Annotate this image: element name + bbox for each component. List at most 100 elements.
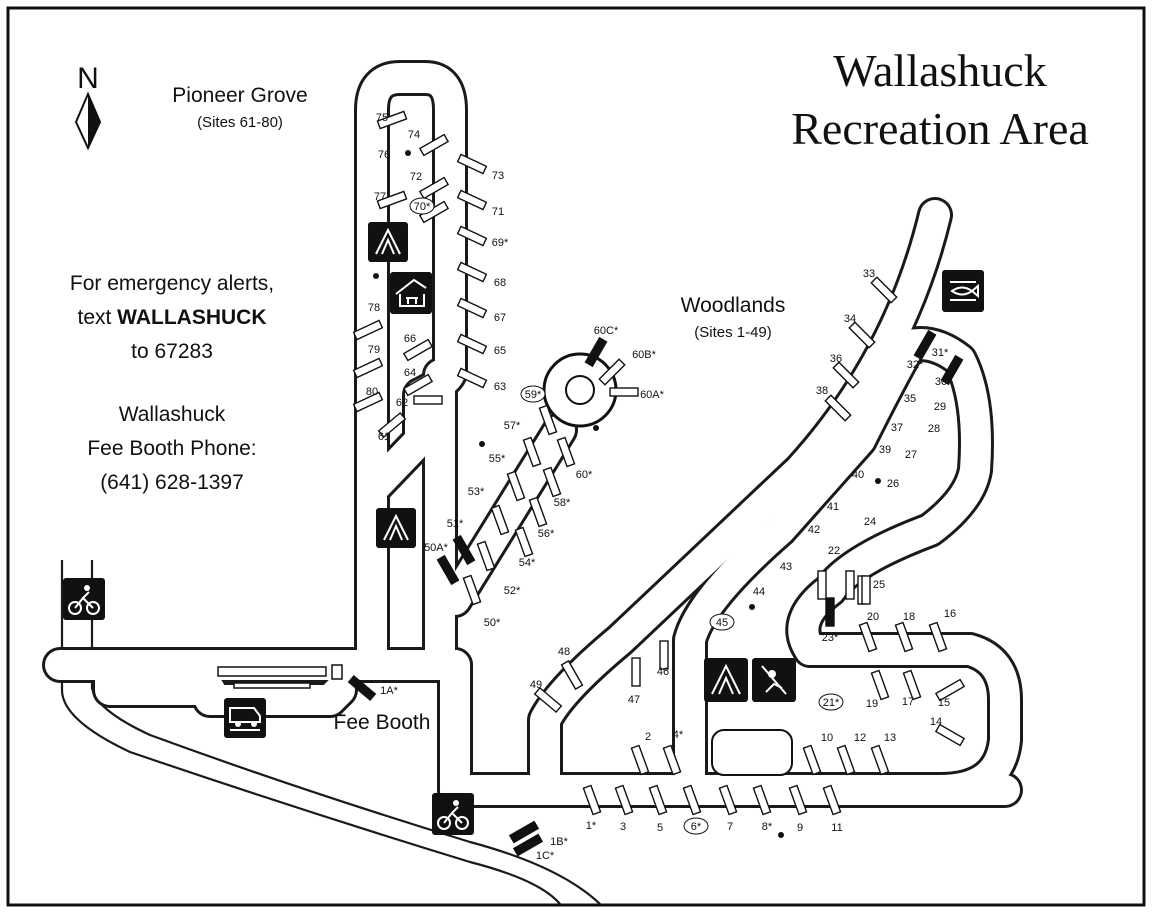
site-circle: [683, 817, 709, 835]
campsite-pad: [490, 504, 510, 536]
site-circle: [520, 385, 546, 403]
site-label-31-accessible: 31*: [932, 347, 949, 359]
campsite-pad: [598, 358, 626, 386]
site-label-51-accessible: 51*: [447, 518, 464, 530]
campsite-pad: [928, 621, 948, 653]
campsite-pad: [402, 338, 434, 362]
campsite-pad: [352, 391, 384, 413]
campsite-pad: [894, 621, 914, 653]
accessible-campsite-pad: [347, 674, 377, 702]
site-label-78: 78: [368, 302, 380, 314]
campsite-pad: [377, 411, 407, 439]
north-arrow-icon: N: [74, 62, 102, 151]
site-label-33: 33: [863, 268, 875, 280]
campsite-pad: [376, 190, 408, 210]
campsite-pad: [682, 784, 702, 816]
site-label-29: 29: [934, 401, 946, 413]
campsite-pad: [413, 395, 443, 405]
site-label-41: 41: [827, 501, 839, 513]
site-label-48: 48: [558, 646, 570, 658]
campsite-pad: [832, 361, 860, 389]
campsite-pad: [662, 744, 682, 776]
site-label-59-accessible: 59*: [525, 389, 542, 401]
site-label-72: 72: [410, 171, 422, 183]
campsite-pad: [934, 723, 966, 747]
site-label-2: 2: [645, 731, 651, 743]
site-label-52-accessible: 52*: [504, 585, 521, 597]
woodlands-sites: (Sites 1-49): [694, 324, 772, 341]
site-label-5: 5: [657, 822, 663, 834]
site-label-35: 35: [904, 393, 916, 405]
campsite-pad: [659, 640, 669, 670]
campsite-pad: [845, 570, 855, 600]
campsite-pad: [456, 153, 488, 175]
campsite-pad: [456, 297, 488, 319]
fish-cleaning-icon: [942, 270, 984, 312]
shower-icon: [704, 658, 748, 702]
site-label-10: 10: [821, 732, 833, 744]
campsite-pad: [456, 367, 488, 389]
site-label-15: 15: [938, 697, 950, 709]
campsite-pad: [822, 784, 842, 816]
site-label-70-accessible: 70*: [414, 201, 431, 213]
campsite-pad: [556, 436, 576, 468]
site-label-11: 11: [831, 822, 842, 834]
site-label-3: 3: [620, 821, 626, 833]
site-label-64: 64: [404, 367, 416, 379]
site-label-60-accessible: 60*: [576, 469, 593, 481]
pioneer-grove-label: Pioneer Grove: [172, 84, 307, 107]
campsite-pad: [418, 176, 450, 200]
site-label-46: 46: [657, 666, 669, 678]
map-title-line2: Recreation Area: [791, 103, 1089, 154]
site-label-49: 49: [530, 679, 542, 691]
site-label-65: 65: [494, 345, 506, 357]
site-label-55-accessible: 55*: [489, 453, 506, 465]
site-circle: [818, 693, 844, 711]
site-label-7: 7: [727, 821, 733, 833]
site-label-30: 30: [935, 376, 947, 388]
site-label-53-accessible: 53*: [468, 486, 485, 498]
campsite-pad: [614, 784, 634, 816]
campsite-pad: [462, 574, 482, 606]
picnic-shelter-icon: [390, 272, 432, 314]
accessible-campsite-pad: [825, 597, 835, 627]
campsite-pad: [456, 261, 488, 283]
site-label-19: 19: [866, 698, 878, 710]
site-label-66: 66: [404, 333, 416, 345]
campsite-pad: [609, 387, 639, 397]
campsite-pad: [752, 784, 772, 816]
campsite-pad: [476, 540, 496, 572]
site-label-80: 80: [366, 386, 378, 398]
woodlands-label: Woodlands: [681, 294, 786, 317]
site-label-21-accessible: 21*: [823, 697, 840, 709]
site-label-43: 43: [780, 561, 792, 573]
accessible-campsite-pad: [436, 554, 460, 586]
water-spigot-markers: [373, 150, 881, 838]
site-label-67: 67: [494, 312, 506, 324]
site-label-34: 34: [844, 313, 856, 325]
campsite-pad: [542, 466, 562, 498]
pioneer-grove-sites: (Sites 61-80): [197, 114, 283, 131]
campsite-pad: [902, 669, 922, 701]
site-label-12: 12: [854, 732, 866, 744]
campsite-pad: [718, 784, 738, 816]
site-circle: [409, 197, 435, 215]
site-label-68: 68: [494, 277, 506, 289]
site-label-1-accessible: 1*: [586, 820, 597, 832]
svg-text:For emergency alerts,: For emergency alerts,: [70, 272, 274, 295]
site-label-13: 13: [884, 732, 896, 744]
site-label-39: 39: [879, 444, 891, 456]
dump-station-icon: [224, 698, 266, 738]
campsite-pad: [858, 621, 878, 653]
site-label-79: 79: [368, 344, 380, 356]
svg-text:(641) 628-1397: (641) 628-1397: [100, 471, 244, 494]
site-label-23-accessible: 23*: [822, 632, 839, 644]
site-label-27: 27: [905, 449, 917, 461]
campsite-pad: [352, 319, 384, 341]
svg-text:Fee Booth Phone:: Fee Booth Phone:: [87, 437, 256, 460]
campsite-pad: [456, 225, 488, 247]
site-label-60c-accessible: 60C*: [594, 325, 619, 337]
shower-icon: [368, 222, 408, 262]
